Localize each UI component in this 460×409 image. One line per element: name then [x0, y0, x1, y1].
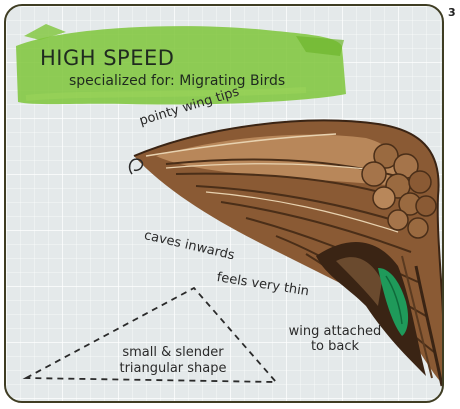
- annotation-wing-attached: wing attached to back: [280, 324, 390, 354]
- annotation-shape-line1: small & slender: [98, 345, 248, 361]
- page-title: HIGH SPEED: [40, 46, 174, 70]
- annotation-shape-line2: triangular shape: [98, 361, 248, 377]
- grid-board: HIGH SPEED specialized for: Migrating Bi…: [4, 4, 444, 403]
- page-number: 3: [448, 6, 456, 19]
- page-subtitle: specialized for: Migrating Birds: [69, 73, 285, 89]
- annotation-wing-attached-line1: wing attached: [280, 324, 390, 339]
- swirl-arrow-icon: [130, 159, 143, 174]
- annotation-wing-attached-line2: to back: [280, 339, 390, 354]
- annotation-triangular-shape: small & slender triangular shape: [98, 345, 248, 377]
